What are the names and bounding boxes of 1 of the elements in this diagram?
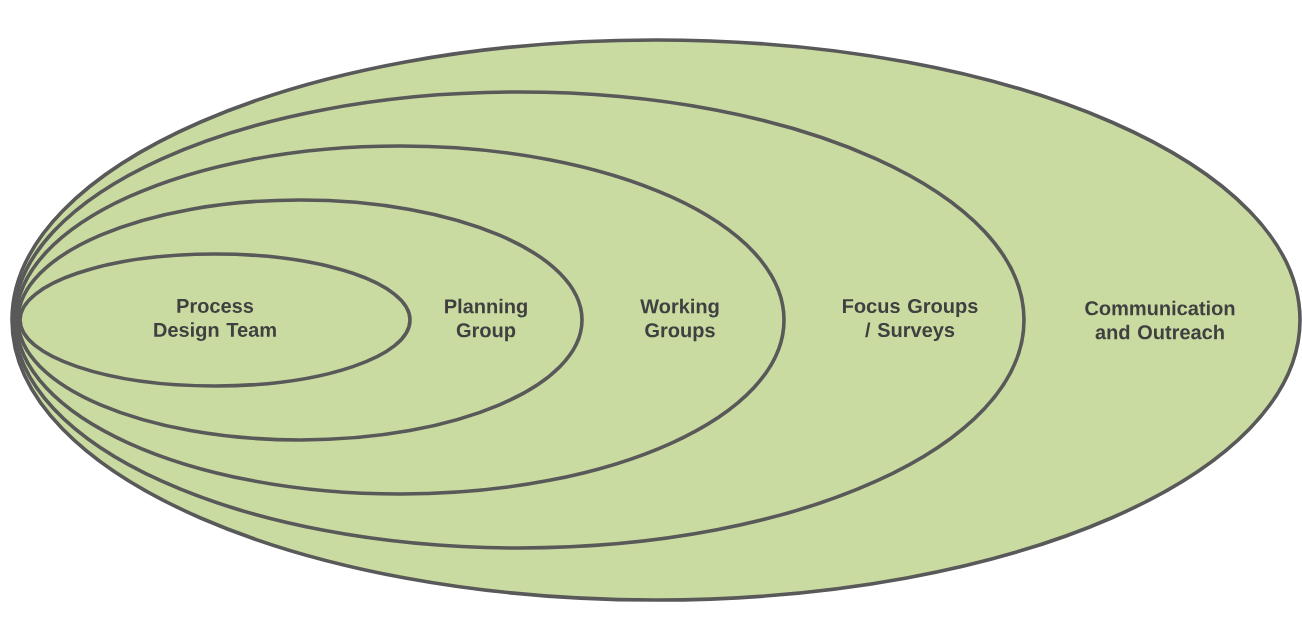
ellipse-region: Process Design Team — [18, 252, 412, 388]
